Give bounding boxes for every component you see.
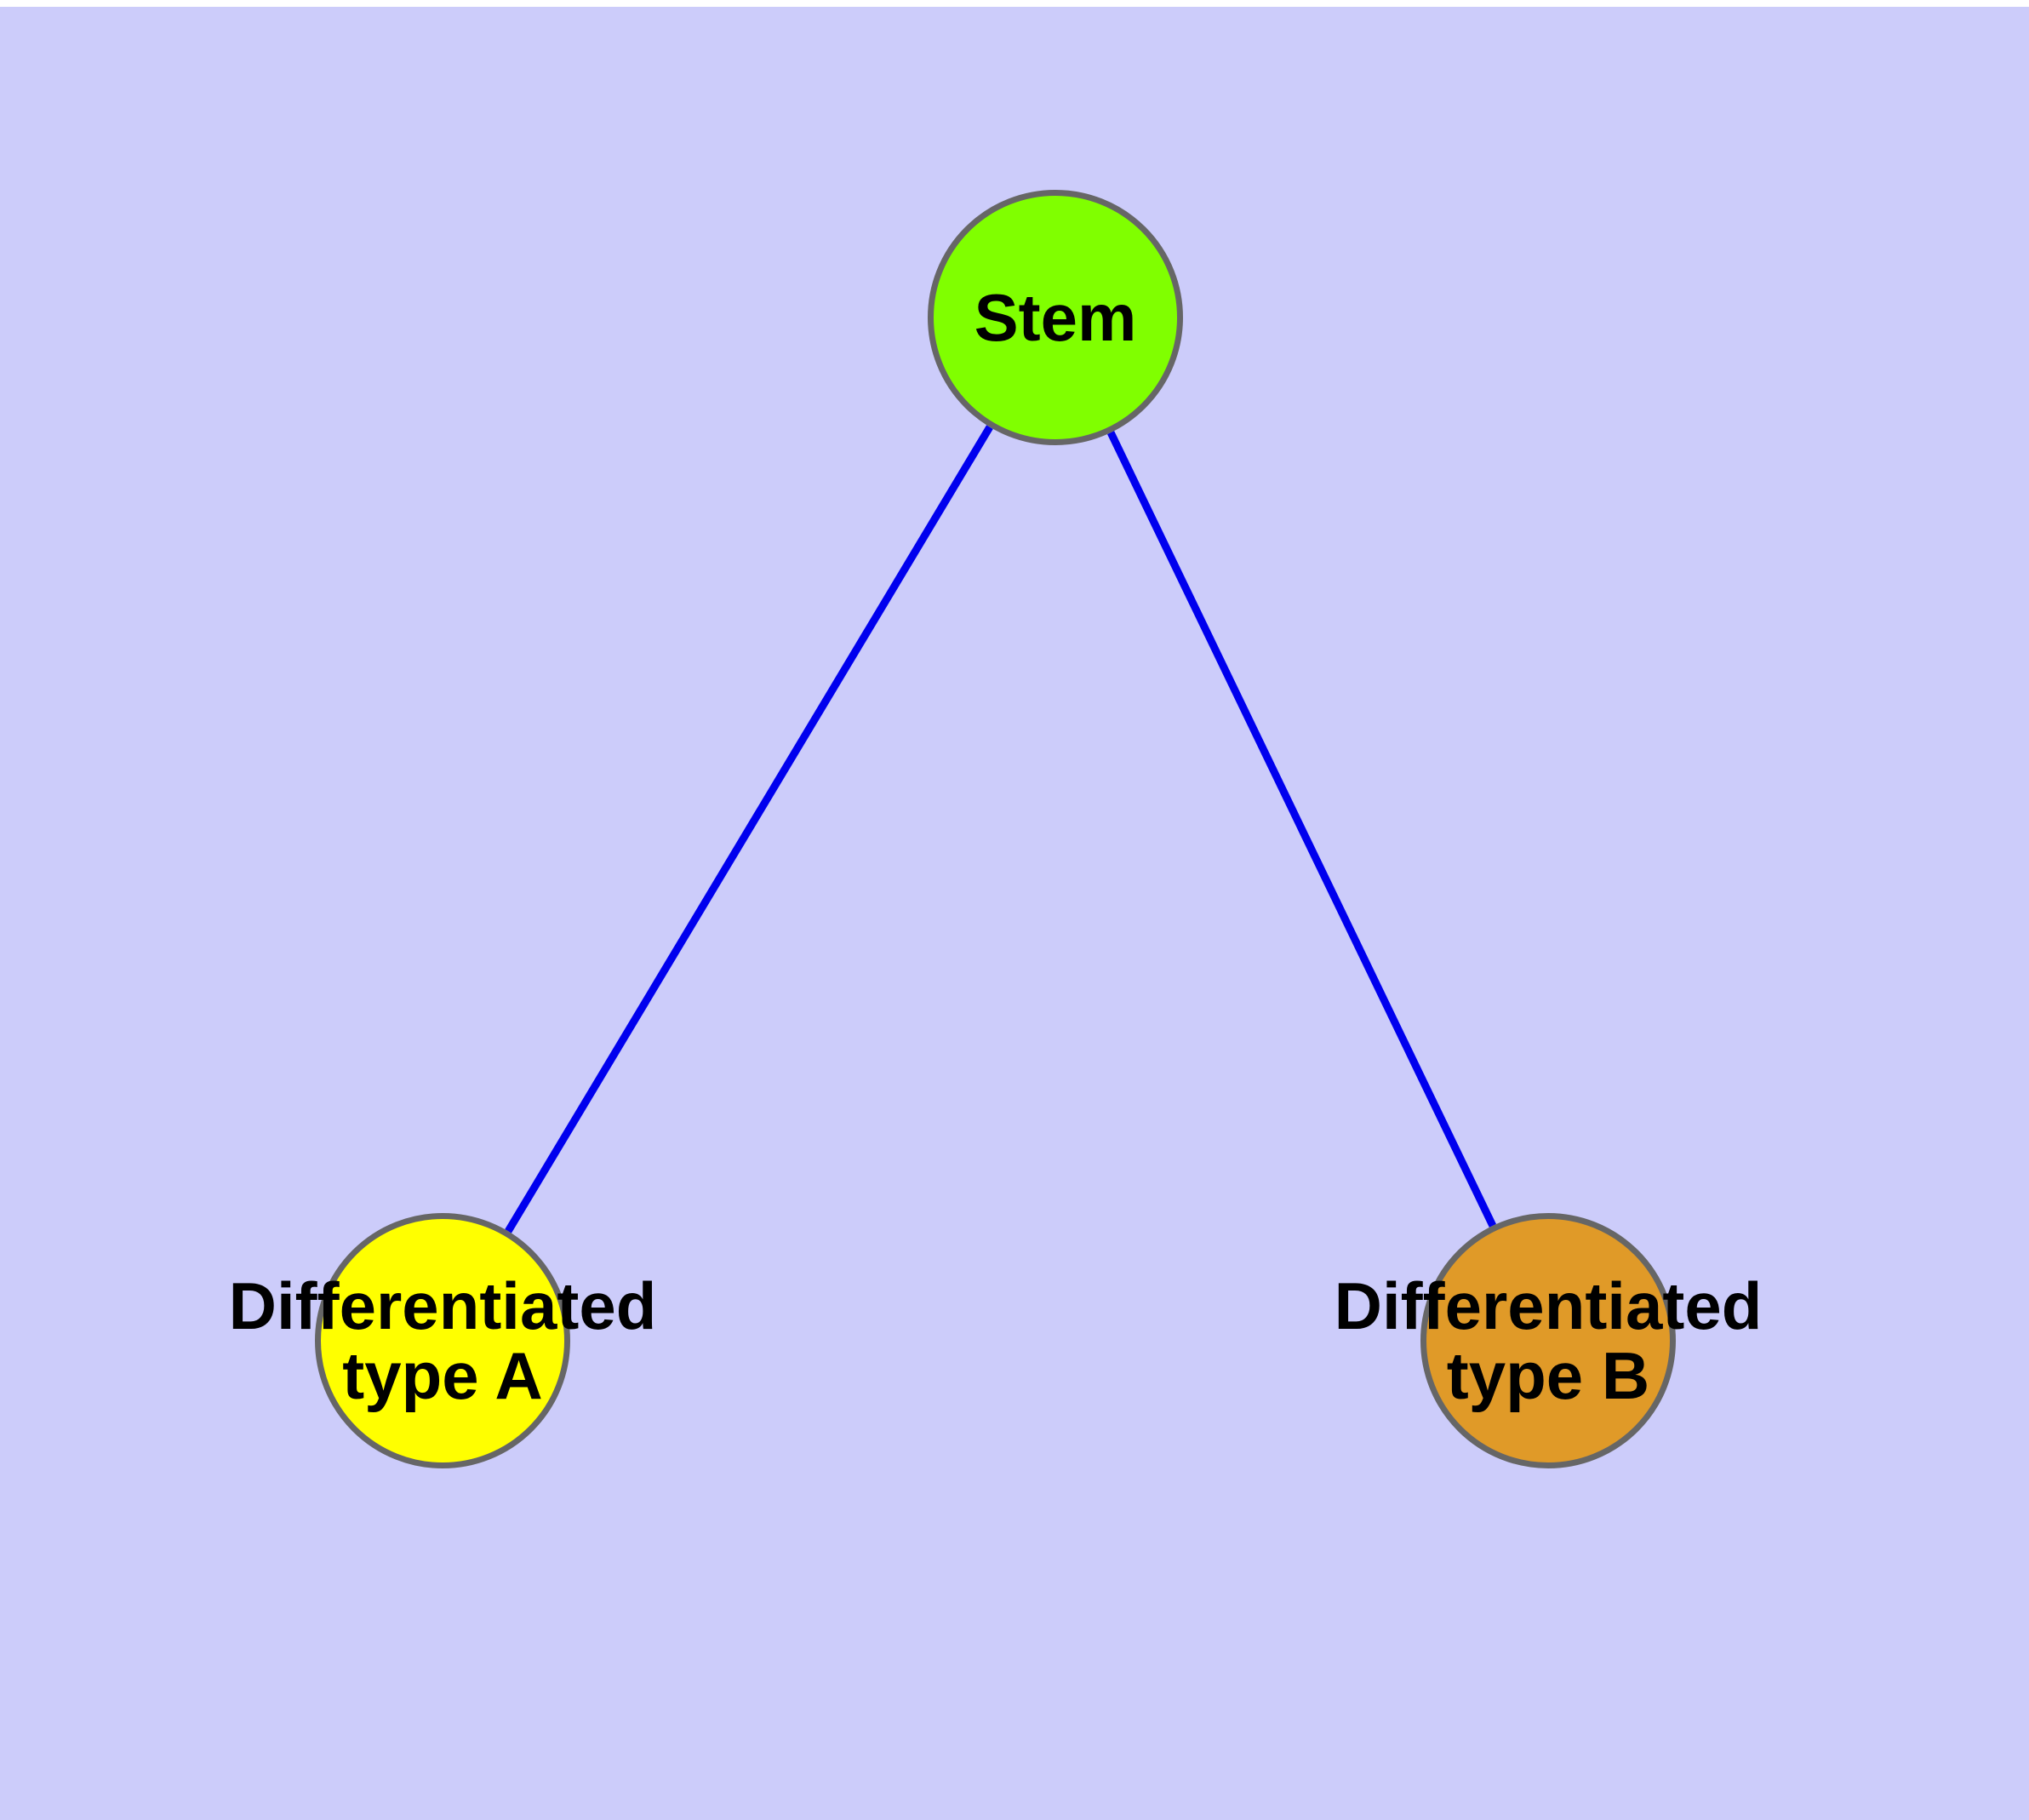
node-layer: [315, 190, 1676, 1468]
edge-stem-to-diff-b: [1107, 431, 1496, 1228]
edge-stem-to-diff-a: [505, 425, 993, 1233]
edge-layer: [505, 425, 1496, 1233]
node-stem[interactable]: [928, 190, 1183, 445]
node-differentiated-type-b[interactable]: [1420, 1213, 1676, 1468]
node-differentiated-type-a[interactable]: [315, 1213, 570, 1468]
